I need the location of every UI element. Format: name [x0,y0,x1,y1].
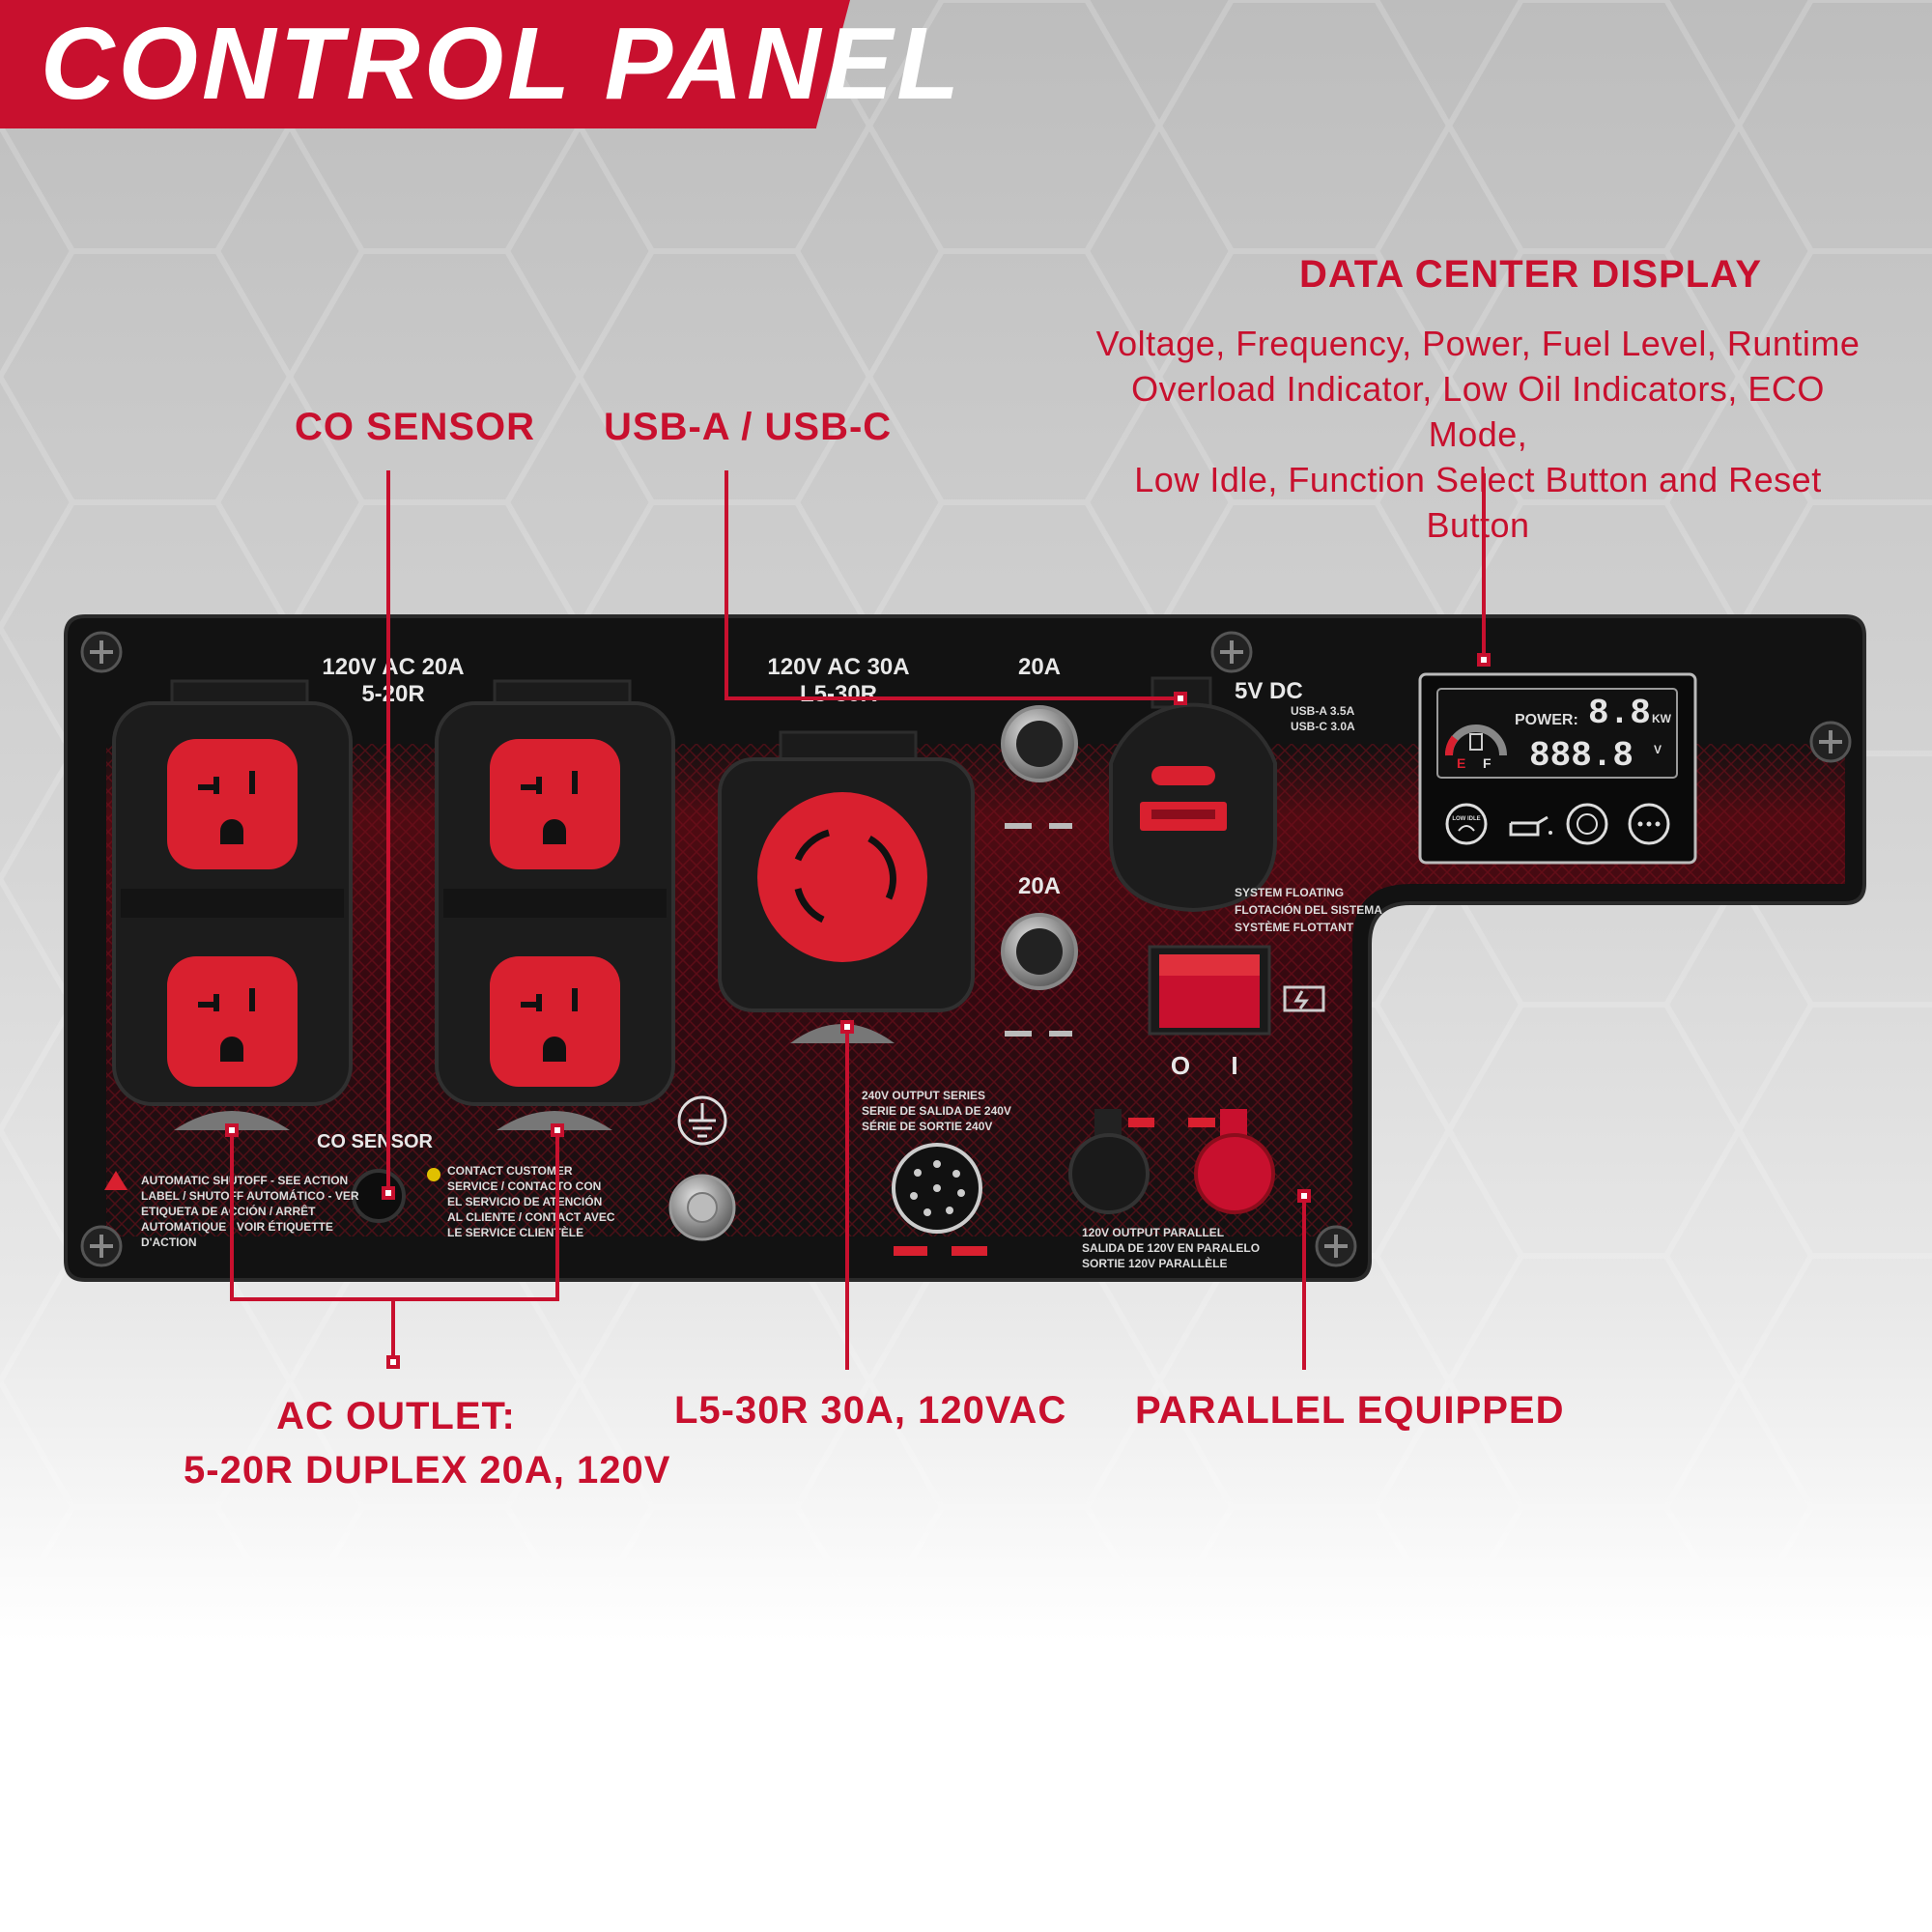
parallel-port-red[interactable] [1194,1109,1275,1214]
callout-ac-outlet: AC OUTLET: 5-20R DUPLEX 20A, 120V [184,1389,671,1497]
twistlock-receptacle[interactable] [757,792,927,962]
page-title: CONTROL PANEL [41,7,963,121]
leader-usb [724,470,1180,700]
data-center-description: Voltage, Frequency, Power, Fuel Level, R… [1092,321,1864,548]
shutoff-warning: AUTOMATIC SHUTOFF - SEE ACTION LABEL / S… [104,1171,359,1249]
power-unit: KW [1652,712,1672,725]
parallel-port-black[interactable] [1068,1109,1150,1214]
contact-service: CONTACT CUSTOMER SERVICE / CONTACTO CON … [427,1164,615,1239]
series-output-text: 240V OUTPUT SERIES SERIE DE SALIDA DE 24… [862,1089,1011,1133]
usb-c-port[interactable] [1151,766,1215,785]
breaker-top-label: 20A [1018,654,1061,680]
usb-c-spec: USB-C 3.0A [1291,720,1355,733]
svg-text:ETIQUETA DE ACCIÓN / ARRÊT: ETIQUETA DE ACCIÓN / ARRÊT [141,1204,316,1218]
svg-text:120V OUTPUT PARALLEL: 120V OUTPUT PARALLEL [1082,1226,1224,1239]
data-center-line-1: Voltage, Frequency, Power, Fuel Level, R… [1095,324,1861,363]
svg-text:AL CLIENTE / CONTACT AVEC: AL CLIENTE / CONTACT AVEC [447,1210,615,1224]
svg-text:SYSTEM FLOATING: SYSTEM FLOATING [1235,886,1344,899]
svg-text:SORTIE 120V PARALLÈLE: SORTIE 120V PARALLÈLE [1082,1256,1227,1270]
callout-l530: L5-30R 30A, 120VAC [674,1389,1067,1432]
voltage-value: 888.8 [1529,736,1634,776]
circuit-breaker-bottom[interactable] [1001,913,1078,1037]
fuel-pump-icon [1469,733,1483,751]
callout-co-sensor: CO SENSOR [295,406,536,448]
usb-title: 5V DC [1235,678,1303,704]
svg-text:D'ACTION: D'ACTION [141,1236,197,1249]
duplex-outlet-1[interactable] [112,679,353,1130]
twistlock-label-1: 120V AC 30A [767,654,909,680]
svg-text:AUTOMATIC SHUTOFF - SEE ACTION: AUTOMATIC SHUTOFF - SEE ACTION [141,1174,348,1187]
svg-text:CONTACT CUSTOMER: CONTACT CUSTOMER [447,1164,573,1178]
leader-ac-outlet [230,1130,559,1362]
breaker-bottom-label: 20A [1018,873,1061,899]
data-center-display: E F POWER: 8.8 KW 888.8 V [1418,672,1697,865]
svg-text:EL SERVICIO DE ATENCIÓN: EL SERVICIO DE ATENCIÓN [447,1194,602,1208]
data-center-line-3: Low Idle, Function Select Button and Res… [1134,460,1822,545]
power-label: POWER: [1515,712,1578,728]
co-sensor-panel-label: CO SENSOR [317,1131,434,1152]
outlet-receptacle[interactable] [167,739,298,869]
fuel-e-label: E [1457,755,1465,771]
outlet-receptacle[interactable] [167,956,298,1087]
callout-data-center-title: DATA CENTER DISPLAY [1299,253,1763,296]
duplex-label-1: 120V AC 20A [322,654,464,680]
duplex-label-2: 5-20R [361,681,424,707]
more-options-icon[interactable] [1628,803,1670,845]
screw-icon [80,631,1852,1267]
svg-text:SÉRIE DE SORTIE 240V: SÉRIE DE SORTIE 240V [862,1119,992,1133]
eco-mode-icon[interactable] [1566,803,1608,845]
fuel-f-label: F [1483,755,1492,771]
outlet-receptacle[interactable] [490,739,620,869]
svg-text:SYSTÈME FLOTTANT: SYSTÈME FLOTTANT [1235,920,1354,934]
system-floating-text: SYSTEM FLOATING FLOTACIÓN DEL SISTEMA SY… [1235,886,1382,934]
header-banner [0,0,850,128]
duplex-outlet-2[interactable] [435,679,675,1130]
data-center-line-2: Overload Indicator, Low Oil Indicators, … [1131,369,1825,454]
power-switch[interactable] [1148,945,1271,1036]
svg-text:240V OUTPUT SERIES: 240V OUTPUT SERIES [862,1089,985,1102]
svg-text:LABEL / SHUTOFF AUTOMÁTICO - V: LABEL / SHUTOFF AUTOMÁTICO - VER [141,1188,359,1203]
usb-a-spec: USB-A 3.5A [1291,704,1355,718]
callout-usb: USB-A / USB-C [604,406,893,448]
voltage-unit: V [1654,743,1662,756]
svg-text:SALIDA DE 120V EN PARALELO: SALIDA DE 120V EN PARALELO [1082,1241,1260,1255]
series-connector[interactable] [892,1143,987,1256]
svg-text:LOW IDLE: LOW IDLE [1452,816,1480,822]
svg-text:SERVICE / CONTACTO CON: SERVICE / CONTACTO CON [447,1179,601,1193]
callout-parallel: PARALLEL EQUIPPED [1135,1389,1565,1432]
svg-text:FLOTACIÓN DEL SISTEMA: FLOTACIÓN DEL SISTEMA [1235,902,1382,917]
battery-icon [1283,985,1325,1012]
power-value: 8.8 [1588,694,1651,733]
outlet-receptacle[interactable] [490,956,620,1087]
parallel-output-text: 120V OUTPUT PARALLEL SALIDA DE 120V EN P… [1082,1226,1260,1270]
circuit-breaker-top[interactable] [1001,705,1078,829]
oil-can-icon [1509,815,1552,837]
twistlock-outlet[interactable] [718,730,975,1043]
callout-ac-outlet-line1: AC OUTLET: [276,1395,516,1437]
twistlock-label-2: L5-30R [800,681,877,707]
svg-text:SERIE DE SALIDA DE 240V: SERIE DE SALIDA DE 240V [862,1104,1011,1118]
usb-port-cover[interactable] [1109,676,1277,913]
svg-text:AUTOMATIQUE - VOIR ÉTIQUETTE: AUTOMATIQUE - VOIR ÉTIQUETTE [141,1219,333,1234]
ground-terminal[interactable] [668,1095,736,1241]
low-idle-icon[interactable]: LOW IDLE [1445,803,1488,845]
switch-off-label: O [1171,1051,1190,1080]
co-sensor-port [352,1169,406,1223]
switch-on-label: I [1231,1051,1237,1080]
leader-lines [225,470,1491,1370]
svg-text:LE SERVICE CLIENTÈLE: LE SERVICE CLIENTÈLE [447,1225,583,1239]
callout-ac-outlet-line2: 5-20R DUPLEX 20A, 120V [184,1449,671,1492]
